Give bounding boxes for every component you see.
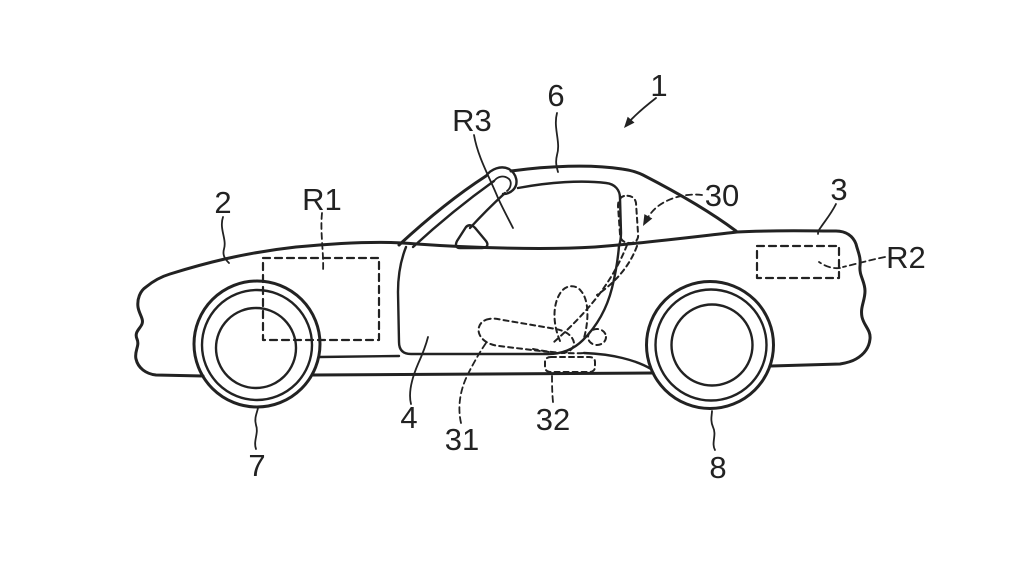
leader-line-6 [554, 112, 560, 173]
region-r1-dashed-rectangle [261, 256, 381, 342]
header-rail-cap-inner [493, 175, 512, 192]
front-rim-circle [214, 306, 298, 390]
leader-line-4 [409, 336, 429, 405]
ref-label-31: 31 [445, 422, 479, 457]
a-pillar-outer-line [397, 174, 488, 247]
front-tire-circle [200, 288, 314, 402]
arrow-30-head [643, 214, 653, 226]
ref-label-8: 8 [709, 450, 726, 485]
rear-wheel-arch-circle [645, 280, 775, 410]
rear-rim-circle [670, 303, 754, 387]
leader-line-7 [254, 407, 259, 450]
leader-line-8 [710, 410, 716, 451]
windshield-glass-edge-line [468, 191, 507, 230]
leader-line-r2-dashed [818, 256, 886, 270]
rocker-top-line-front [318, 354, 401, 359]
leader-line-31-dashed [458, 339, 489, 424]
ref-label-3: 3 [830, 172, 847, 207]
reference-labels: 1 6 R3 2 R1 30 3 R2 4 31 32 7 8 [214, 68, 925, 485]
ref-label-r3: R3 [452, 103, 492, 138]
leader-line-r1-dashed [320, 212, 325, 273]
leader-line-r3 [473, 134, 514, 229]
ref-label-2: 2 [214, 185, 231, 220]
ref-label-30: 30 [705, 178, 739, 213]
seatbelt-webbing-line [553, 244, 628, 343]
seat-cushion-outline [477, 317, 575, 355]
front-wheel-arch-circle [192, 279, 322, 409]
a-pillar-mid-line [411, 179, 496, 249]
roof-soft-top [509, 164, 738, 248]
rocker-top-line-rear [582, 351, 653, 371]
leader-line-32-dashed [551, 372, 554, 403]
sill-bottom-line [310, 371, 655, 377]
seat-recliner-circle [587, 328, 607, 346]
roof-inner-line-and-b-pillar [516, 180, 623, 248]
front-wheel [192, 279, 322, 409]
windshield-a-pillar [397, 166, 518, 250]
ref-label-7: 7 [248, 448, 265, 483]
leader-line-3 [817, 203, 837, 235]
rear-wheel [645, 280, 775, 410]
arrow-30 [643, 193, 703, 226]
leader-lines [220, 112, 886, 451]
region-r2-dashed-rectangle [755, 244, 841, 280]
seat-back-outline [553, 285, 589, 342]
seatbelt-retractor-dashed [553, 194, 640, 343]
arrow-30-dashed-curve [645, 193, 703, 222]
roof-outer-line [509, 164, 738, 233]
seat-dashed-outline [477, 285, 607, 373]
ref-label-r1: R1 [302, 182, 342, 217]
seat-base-box [544, 356, 596, 373]
arrow-1-head [624, 116, 635, 128]
side-mirror-triangle [454, 224, 489, 250]
ref-label-1: 1 [650, 68, 667, 103]
header-rail-cap-outer [484, 166, 518, 196]
body-silhouette-outline [134, 229, 872, 378]
retractor-strip-outline [617, 194, 640, 244]
leader-line-2 [220, 216, 230, 264]
arrow-1 [624, 97, 657, 128]
seat-base-connector-line [532, 348, 585, 355]
ref-label-6: 6 [547, 78, 564, 113]
ref-label-4: 4 [400, 400, 417, 435]
rear-tire-circle [654, 288, 768, 402]
ref-label-32: 32 [536, 402, 570, 437]
seatbelt-webbing-line-2 [596, 245, 638, 296]
ref-label-r2: R2 [886, 240, 926, 275]
